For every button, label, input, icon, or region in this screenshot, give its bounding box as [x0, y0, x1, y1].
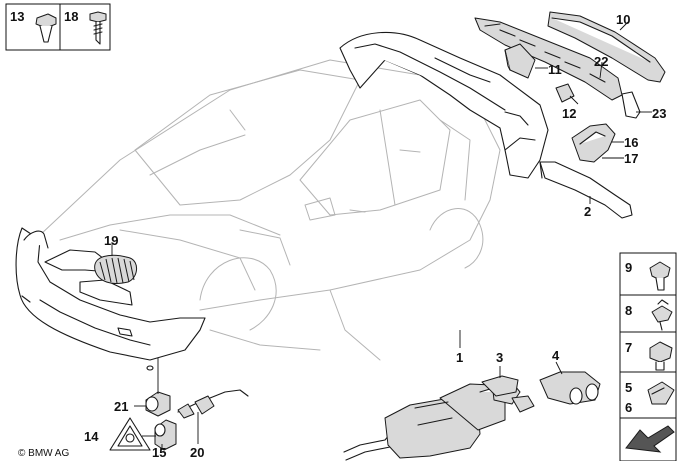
callout-14: 14	[84, 429, 99, 444]
parking-sensor-21[interactable]	[145, 391, 171, 417]
callout-11: 11	[548, 62, 562, 77]
tailpipe-3[interactable]	[481, 375, 519, 397]
tailpipe-4[interactable]	[539, 371, 601, 405]
rear-bumper-trim[interactable]	[339, 31, 549, 179]
trim-strip[interactable]	[547, 11, 666, 83]
callout-18: 18	[64, 9, 78, 24]
callout-22: 22	[594, 54, 608, 69]
callout-13: 13	[10, 9, 24, 24]
callout-15: 15	[152, 445, 166, 460]
callout-23: 23	[652, 106, 666, 121]
wiring-20[interactable]	[177, 389, 249, 419]
callout-10: 10	[616, 12, 630, 27]
callout-16: 16	[624, 135, 638, 150]
reflector-16-17[interactable]	[571, 123, 616, 163]
callout-20: 20	[190, 445, 204, 460]
support-2[interactable]	[539, 161, 633, 219]
callout-9: 9	[625, 260, 632, 275]
clip-12[interactable]	[555, 83, 575, 103]
callout-1: 1	[456, 350, 463, 365]
sensor-holder-15[interactable]	[154, 419, 177, 451]
copyright-notice: © BMW AG	[18, 448, 69, 459]
warning-triangle-14[interactable]	[109, 417, 151, 451]
callout-7: 7	[625, 340, 632, 355]
parts-column-right	[619, 252, 677, 461]
callout-4: 4	[552, 348, 560, 363]
callout-2: 2	[584, 204, 591, 219]
leader-lines	[111, 21, 652, 450]
callout-17: 17	[624, 151, 638, 166]
rear-support-bracket[interactable]	[474, 17, 623, 101]
exhaust-system[interactable]	[343, 379, 535, 461]
kidney-grille[interactable]	[94, 254, 137, 284]
callout-5: 5	[625, 380, 632, 395]
callout-8: 8	[625, 303, 632, 318]
bracket-23[interactable]	[621, 91, 641, 119]
callout-12: 12	[562, 106, 576, 121]
clip-11[interactable]	[504, 43, 536, 79]
front-bumper[interactable]	[15, 227, 206, 371]
callout-6: 6	[625, 400, 632, 415]
callout-3: 3	[496, 350, 503, 365]
callout-21: 21	[114, 399, 128, 414]
callout-labels: 13 18 10 22 11 12 23 16 17 2 19 9 8 7 1 …	[10, 9, 666, 460]
callout-19: 19	[104, 233, 118, 248]
vehicle-outline	[39, 59, 501, 361]
parts-box-13-18	[5, 3, 111, 51]
